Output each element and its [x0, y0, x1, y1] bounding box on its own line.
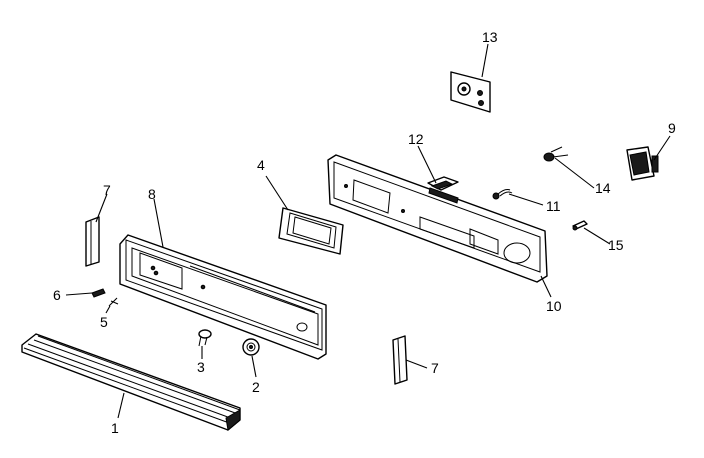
part-10-back-panel [327, 154, 548, 283]
callout-1: 1 [111, 420, 119, 436]
part-9-switch [626, 146, 659, 181]
callout-10: 10 [546, 298, 562, 314]
part-7b-end-cap [392, 335, 408, 385]
callout-5: 5 [100, 314, 108, 330]
callout-11: 11 [546, 198, 561, 214]
callout-13: 13 [482, 29, 498, 45]
part-8-control-bezel [119, 234, 327, 360]
callout-12: 12 [408, 131, 424, 147]
callout-7-left: 7 [103, 182, 111, 198]
part-15-pin [572, 220, 588, 231]
part-13-timer-plate [450, 71, 491, 113]
part-5-screw [108, 297, 119, 307]
callout-3: 3 [197, 359, 205, 375]
part-1-trim-strip [21, 333, 241, 431]
part-3-clip [198, 329, 212, 347]
part-2-knob [242, 338, 260, 356]
part-14-lamp [543, 146, 569, 162]
callout-numbers: 1 2 3 4 5 6 7 7 8 9 10 11 12 13 14 15 [53, 29, 676, 436]
part-12-bracket [427, 176, 459, 191]
callout-7-lower: 7 [431, 360, 439, 376]
callout-9: 9 [668, 120, 676, 136]
part-7a-end-cap [85, 216, 100, 267]
part-11-spring-clip [492, 189, 513, 200]
callout-15: 15 [608, 237, 624, 253]
leader-lines [65, 43, 671, 419]
callout-6: 6 [53, 287, 61, 303]
part-4-window-frame [278, 207, 344, 255]
part-6-screw [91, 288, 106, 298]
callout-4: 4 [257, 157, 265, 173]
callout-8: 8 [148, 186, 156, 202]
callout-2: 2 [252, 379, 260, 395]
callout-14: 14 [595, 180, 611, 196]
